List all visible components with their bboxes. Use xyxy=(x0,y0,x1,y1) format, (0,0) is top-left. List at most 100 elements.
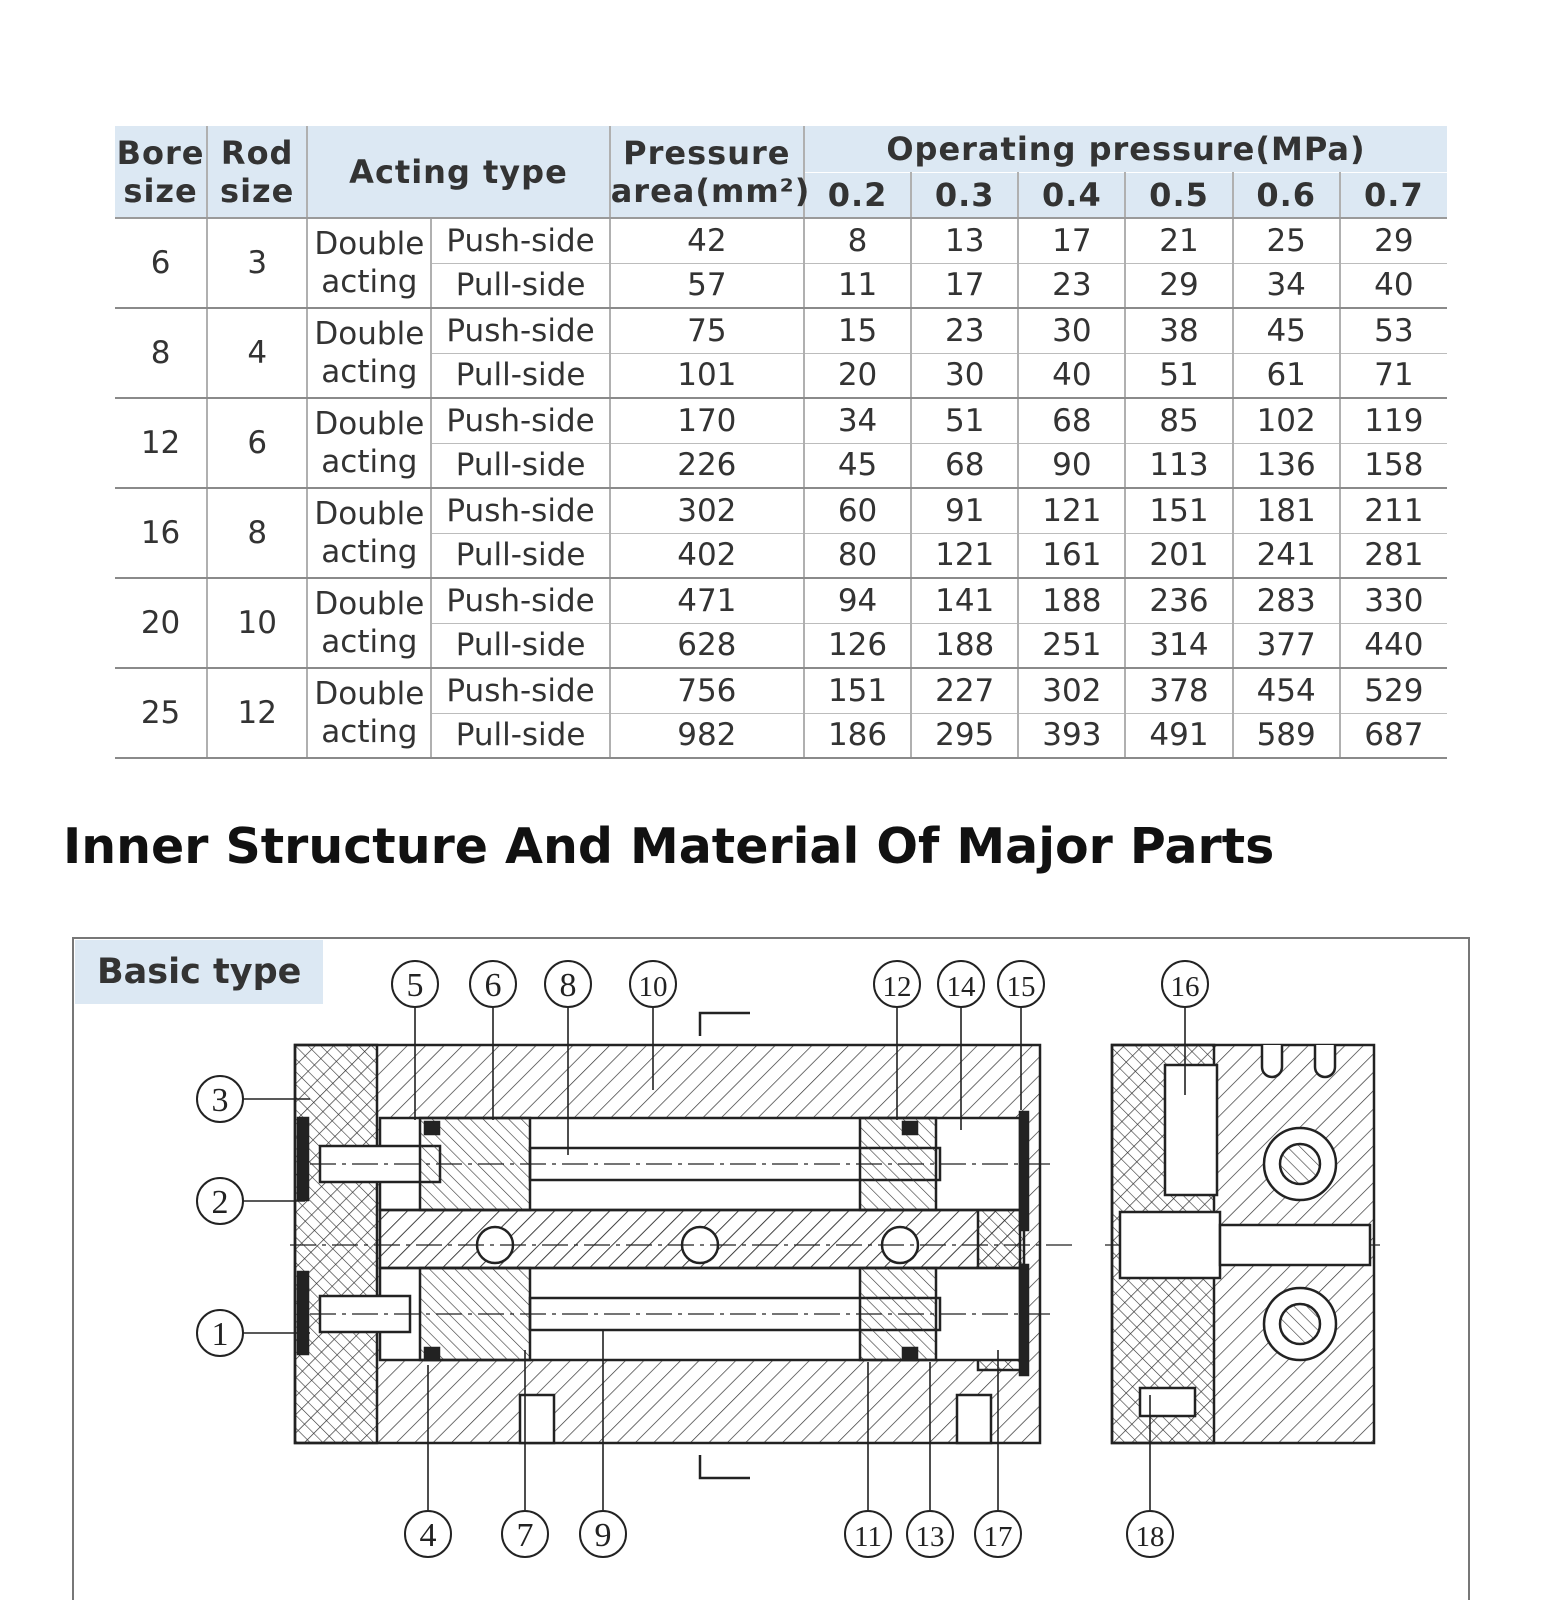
force-cell: 30 xyxy=(1018,308,1127,354)
callout-17: 17 xyxy=(974,1510,1022,1558)
pressure-area-cell: 57 xyxy=(609,263,805,309)
svg-text:6: 6 xyxy=(485,967,502,1004)
header-pressure-value: 0.3 xyxy=(911,172,1020,219)
header-pressure-value: 0.2 xyxy=(803,172,913,219)
header-pressure-value: 0.7 xyxy=(1339,172,1447,219)
acting-type-text: Double xyxy=(314,226,425,262)
pull-side-label: Pull-side xyxy=(431,263,611,309)
svg-text:3: 3 xyxy=(212,1082,229,1119)
callout-5: 5 xyxy=(391,960,439,1008)
svg-text:16: 16 xyxy=(1171,971,1200,1003)
callout-16: 16 xyxy=(1161,960,1209,1008)
rod-size-cell: 12 xyxy=(207,668,309,759)
pressure-area-cell: 402 xyxy=(609,533,805,579)
force-cell: 201 xyxy=(1125,533,1234,579)
bore-size-cell: 6 xyxy=(115,218,209,309)
bore-size-cell: 12 xyxy=(115,398,209,489)
callout-10: 10 xyxy=(629,960,677,1008)
pressure-area-cell: 471 xyxy=(609,578,805,624)
force-cell: 20 xyxy=(803,353,913,399)
header-pressure-value: 0.5 xyxy=(1125,172,1234,219)
pull-side-label: Pull-side xyxy=(431,713,611,759)
header-pressure-value: 0.4 xyxy=(1018,172,1127,219)
svg-text:13: 13 xyxy=(916,1521,945,1553)
callout-6: 6 xyxy=(469,960,517,1008)
force-cell: 102 xyxy=(1232,398,1341,444)
svg-text:2: 2 xyxy=(212,1184,229,1221)
force-cell: 188 xyxy=(911,623,1020,669)
force-cell: 15 xyxy=(803,308,913,354)
push-side-label: Push-side xyxy=(431,308,611,354)
force-cell: 94 xyxy=(803,578,913,624)
force-cell: 51 xyxy=(1125,353,1234,399)
force-cell: 393 xyxy=(1018,713,1127,759)
force-cell: 34 xyxy=(803,398,913,444)
pressure-area-cell: 628 xyxy=(609,623,805,669)
force-cell: 60 xyxy=(803,488,913,534)
force-cell: 161 xyxy=(1018,533,1127,579)
force-cell: 241 xyxy=(1232,533,1341,579)
callout-14: 14 xyxy=(937,960,985,1008)
acting-type-text: Double xyxy=(314,406,425,442)
acting-type-text: Double xyxy=(314,316,425,352)
force-cell: 21 xyxy=(1125,218,1234,264)
callout-3: 3 xyxy=(196,1075,244,1123)
svg-text:18: 18 xyxy=(1136,1521,1165,1553)
rod-size-cell: 4 xyxy=(207,308,309,399)
pull-side-label: Pull-side xyxy=(431,353,611,399)
force-cell: 90 xyxy=(1018,443,1127,489)
callout-1: 1 xyxy=(196,1309,244,1357)
force-cell: 17 xyxy=(1018,218,1127,264)
force-cell: 283 xyxy=(1232,578,1341,624)
cylinder-end-view xyxy=(1110,1043,1376,1445)
force-cell: 17 xyxy=(911,263,1020,309)
svg-text:1: 1 xyxy=(212,1316,229,1353)
callout-13: 13 xyxy=(906,1510,954,1558)
pressure-area-cell: 302 xyxy=(609,488,805,534)
force-cell: 687 xyxy=(1339,713,1447,759)
force-cell: 71 xyxy=(1339,353,1447,399)
force-cell: 302 xyxy=(1018,668,1127,714)
svg-text:12: 12 xyxy=(883,971,912,1003)
force-cell: 8 xyxy=(803,218,913,264)
callout-9: 9 xyxy=(579,1510,627,1558)
pull-side-label: Pull-side xyxy=(431,533,611,579)
acting-type-text: acting xyxy=(321,534,418,570)
svg-text:7: 7 xyxy=(517,1517,534,1554)
acting-type-text: acting xyxy=(321,264,418,300)
pull-side-label: Pull-side xyxy=(431,443,611,489)
force-cell: 281 xyxy=(1339,533,1447,579)
force-cell: 377 xyxy=(1232,623,1341,669)
acting-type-text: Double xyxy=(314,496,425,532)
force-cell: 136 xyxy=(1232,443,1341,489)
force-cell: 68 xyxy=(911,443,1020,489)
svg-text:15: 15 xyxy=(1007,971,1036,1003)
force-cell: 188 xyxy=(1018,578,1127,624)
force-cell: 40 xyxy=(1018,353,1127,399)
acting-type-text: Double xyxy=(314,676,425,712)
force-cell: 119 xyxy=(1339,398,1447,444)
push-side-label: Push-side xyxy=(431,218,611,264)
force-cell: 45 xyxy=(1232,308,1341,354)
force-cell: 186 xyxy=(803,713,913,759)
callout-8: 8 xyxy=(544,960,592,1008)
svg-text:8: 8 xyxy=(560,967,577,1004)
push-side-label: Push-side xyxy=(431,398,611,444)
force-cell: 13 xyxy=(911,218,1020,264)
pressure-area-cell: 42 xyxy=(609,218,805,264)
push-side-label: Push-side xyxy=(431,668,611,714)
pressure-area-cell: 170 xyxy=(609,398,805,444)
force-cell: 227 xyxy=(911,668,1020,714)
